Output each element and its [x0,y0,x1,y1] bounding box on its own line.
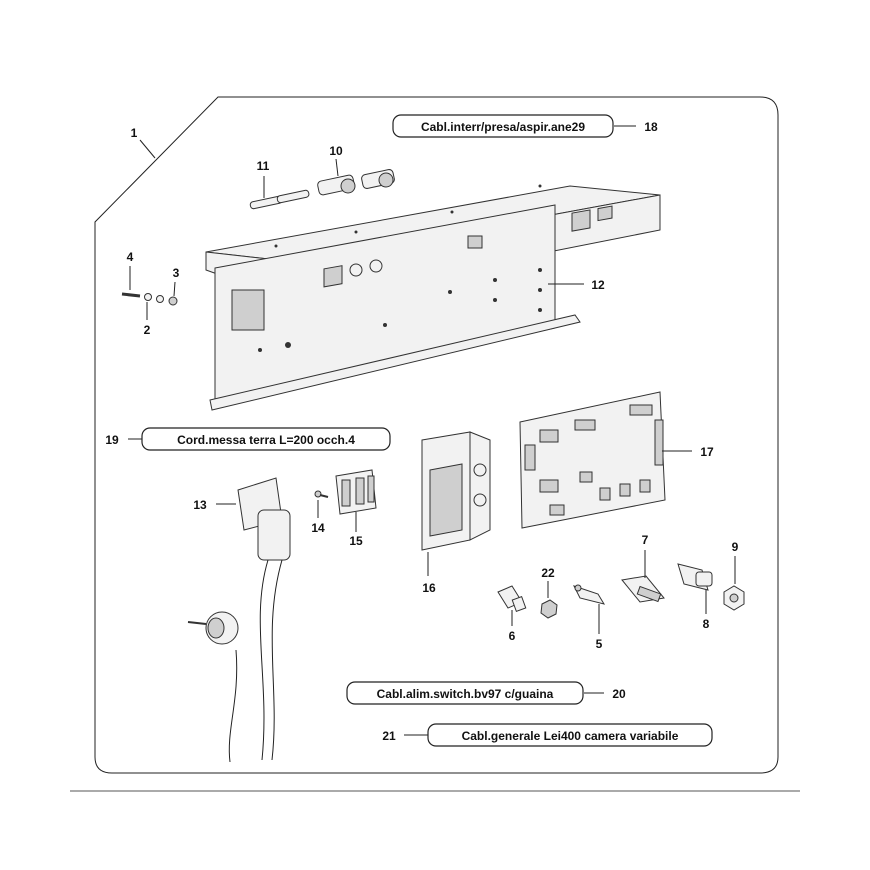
callout-19: 19 [105,433,119,447]
label-20-text: Cabl.alim.switch.bv97 c/guaina [377,687,554,701]
label-21: Cabl.generale Lei400 camera variabile [427,723,713,747]
leader-lines [128,125,736,736]
callout-13: 13 [193,498,207,512]
pushbutton-part [677,563,713,591]
terminal-block-part [335,469,377,515]
callout-6: 6 [509,629,516,643]
label-19-text: Cord.messa terra L=200 occh.4 [177,433,355,447]
connector-part [573,584,606,605]
callout-7: 7 [642,533,649,547]
fuse-part [249,189,310,210]
main-bracket-part [205,184,661,411]
callout-18: 18 [644,120,658,134]
fuse-holder-part [317,169,395,196]
callout-16: 16 [422,581,436,595]
callout-8: 8 [703,617,710,631]
callout-14: 14 [311,521,325,535]
callout-17: 17 [700,445,714,459]
label-19: Cord.messa terra L=200 occh.4 [141,427,391,451]
assembly-frame [94,96,779,774]
small-screw-part [314,490,329,498]
callout-10: 10 [329,144,343,158]
switch-module-part [421,431,491,551]
spacer-part [497,585,527,612]
callout-2: 2 [144,323,151,337]
callout-20: 20 [612,687,626,701]
callout-4: 4 [127,250,134,264]
callout-9: 9 [732,540,739,554]
callout-21: 21 [382,729,396,743]
callout-11: 11 [257,159,270,173]
screw-washer-nut-part [121,292,178,306]
label-21-text: Cabl.generale Lei400 camera variabile [462,729,679,743]
callout-15: 15 [349,534,363,548]
callout-12: 12 [591,278,605,292]
callout-3: 3 [173,266,180,280]
callout-22: 22 [541,566,555,580]
label-18-text: Cabl.interr/presa/aspir.ane29 [421,120,585,134]
callout-5: 5 [596,637,603,651]
circuit-board-part [519,391,666,529]
label-20: Cabl.alim.switch.bv97 c/guaina [346,681,584,705]
earth-cable-part [187,477,291,763]
callout-1: 1 [131,126,138,140]
cap-nut-part [723,585,745,611]
label-18: Cabl.interr/presa/aspir.ane29 [392,114,614,138]
microswitch-part [621,575,665,603]
hex-nut-part [540,599,558,619]
